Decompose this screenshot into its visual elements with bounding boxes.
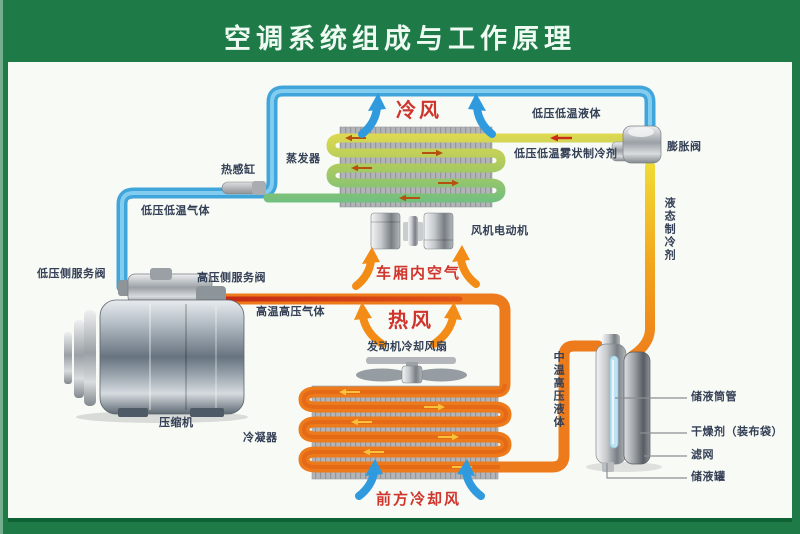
condenser-coil-core [301,383,509,469]
cold-air-arrows [358,93,496,138]
pointer-lines [606,397,687,479]
compressor-label: 压缩机 [159,417,194,429]
receiver-tube-label: 储液筒管 [691,391,737,403]
engine-cooling-fan-label: 发动机冷却风扇 [367,341,448,353]
liquid-refrigerant-label: 液态制冷剂 [663,197,676,262]
evaporator-label: 蒸发器 [286,153,321,165]
engine-cooling-fan [356,357,467,384]
high-side-service-valve-label: 高压侧服务阀 [197,272,266,284]
hot-air-arrows [354,302,462,348]
evaporator-coil [263,133,653,203]
mt-hp-liquid-label: 中温高压液体 [552,351,565,429]
coil-outlet-connector [252,181,266,195]
ht-hp-gas-label: 高温高压气体 [256,306,325,318]
expansion-valve-label: 膨胀阀 [667,141,702,153]
receiver-shadow [586,462,662,472]
front-cooling-air-arrows [355,459,485,500]
frame-edge-highlight [0,0,3,534]
liquid-line [627,161,655,361]
blower-motor-label: 风机电动机 [471,225,529,237]
receiver-tank-label: 储液罐 [691,471,726,483]
cabin-air-label: 车厢内空气 [376,265,462,282]
receiver-drier [595,334,651,472]
blower-motor [370,212,454,250]
cold-air-label: 冷风 [396,100,442,122]
lp-lt-liquid-label: 低压低温液体 [532,108,601,120]
evaporator-flow-arrows [345,134,459,202]
heat-sensing-cylinder-label: 热感缸 [221,164,256,176]
suction-pipe-highlight [120,89,652,289]
lp-lt-gas-label: 低压低温气体 [141,205,210,217]
expansion-valve [611,125,662,164]
condenser-label: 冷凝器 [243,432,278,444]
low-side-service-valve-label: 低压侧服务阀 [37,268,106,280]
front-cooling-air-label: 前方冷却风 [376,491,462,508]
cabin-air-arrows [352,245,480,290]
lp-lt-mist-label: 低压低温雾状制冷剂 [514,148,618,160]
page-title: 空调系统组成与工作原理 [224,24,576,54]
liquid-line-flow-arrow [550,134,572,142]
compressor-assembly [64,268,245,417]
desiccant-bag-label: 干燥剂（装布袋） [691,426,783,438]
filter-screen-label: 滤网 [691,449,714,461]
hot-air-label: 热风 [388,310,434,332]
